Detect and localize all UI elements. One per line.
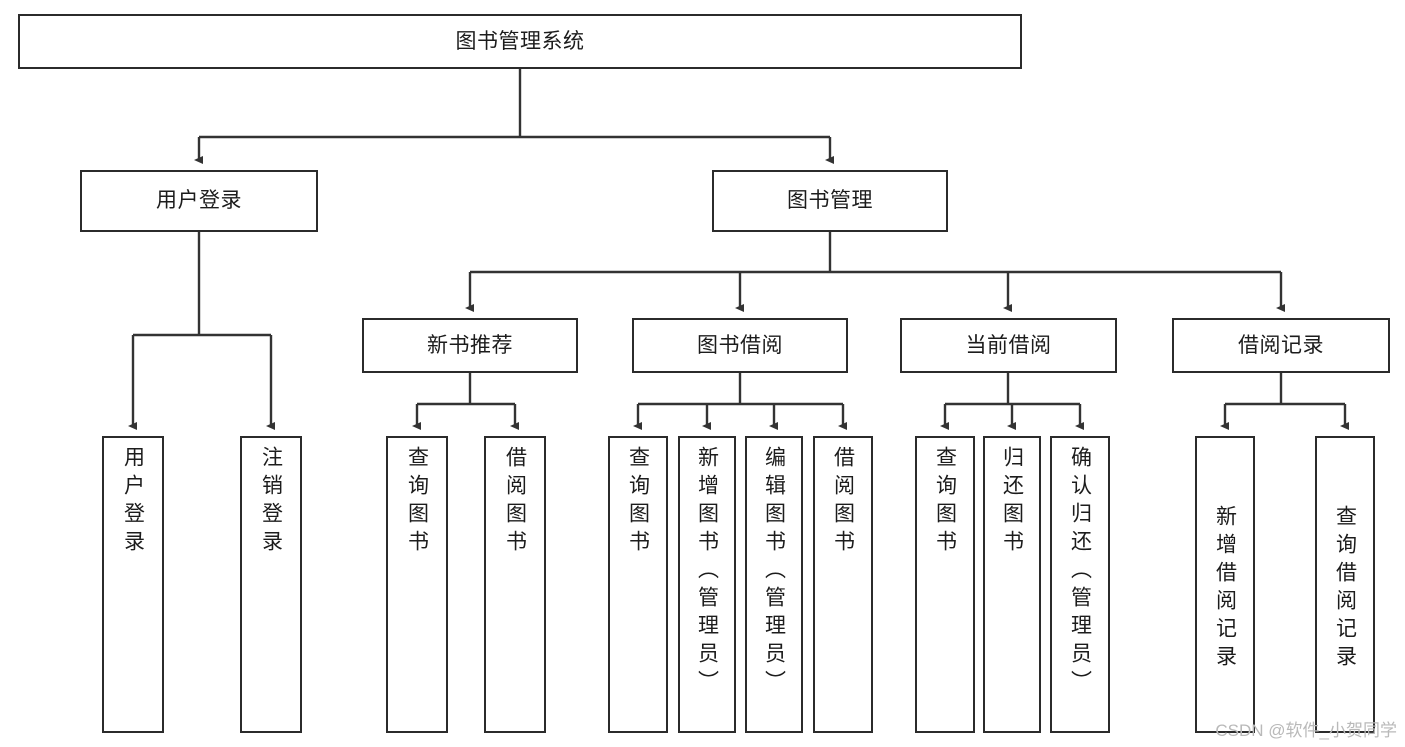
node-book-manage[interactable]: 图书管理 bbox=[712, 170, 948, 232]
node-label: 查询借阅记录 bbox=[1333, 504, 1357, 673]
node-label: 图书管理系统 bbox=[455, 29, 585, 53]
node-label: 归还图书 bbox=[1000, 446, 1024, 558]
node-leaf-query-book-borrow[interactable]: 查询图书 bbox=[608, 436, 668, 733]
node-label: 图书借阅 bbox=[697, 333, 783, 357]
node-label: 新增图书（管理员） bbox=[695, 446, 719, 698]
node-label: 新书推荐 bbox=[427, 333, 513, 357]
node-book-borrow[interactable]: 图书借阅 bbox=[632, 318, 848, 373]
node-user-login[interactable]: 用户登录 bbox=[80, 170, 318, 232]
node-label: 当前借阅 bbox=[965, 333, 1052, 357]
node-leaf-query-book-recommend[interactable]: 查询图书 bbox=[386, 436, 448, 733]
node-label: 查询图书 bbox=[405, 446, 429, 558]
node-label: 借阅图书 bbox=[503, 446, 527, 558]
node-leaf-borrow-book-recommend[interactable]: 借阅图书 bbox=[484, 436, 546, 733]
node-label: 注销登录 bbox=[259, 446, 283, 558]
node-label: 借阅图书 bbox=[831, 446, 855, 558]
node-leaf-confirm-return-admin[interactable]: 确认归还（管理员） bbox=[1050, 436, 1110, 733]
node-label: 用户登录 bbox=[156, 189, 242, 213]
node-new-book-recommend[interactable]: 新书推荐 bbox=[362, 318, 578, 373]
node-leaf-user-login[interactable]: 用户登录 bbox=[102, 436, 164, 733]
node-label: 查询图书 bbox=[626, 446, 650, 558]
node-leaf-query-borrow-record[interactable]: 查询借阅记录 bbox=[1315, 436, 1375, 733]
node-leaf-logout[interactable]: 注销登录 bbox=[240, 436, 302, 733]
node-leaf-add-book-admin[interactable]: 新增图书（管理员） bbox=[678, 436, 736, 733]
node-label: 查询图书 bbox=[933, 446, 957, 558]
node-leaf-borrow-book[interactable]: 借阅图书 bbox=[813, 436, 873, 733]
node-root-system[interactable]: 图书管理系统 bbox=[18, 14, 1022, 69]
node-leaf-add-borrow-record[interactable]: 新增借阅记录 bbox=[1195, 436, 1255, 733]
node-label: 借阅记录 bbox=[1238, 333, 1324, 357]
node-current-borrow[interactable]: 当前借阅 bbox=[900, 318, 1117, 373]
node-label: 用户登录 bbox=[121, 446, 145, 558]
node-label: 新增借阅记录 bbox=[1213, 504, 1237, 673]
node-leaf-query-book-current[interactable]: 查询图书 bbox=[915, 436, 975, 733]
node-leaf-return-book[interactable]: 归还图书 bbox=[983, 436, 1041, 733]
node-leaf-edit-book-admin[interactable]: 编辑图书（管理员） bbox=[745, 436, 803, 733]
node-label: 编辑图书（管理员） bbox=[762, 446, 786, 698]
node-borrow-record[interactable]: 借阅记录 bbox=[1172, 318, 1390, 373]
node-label: 确认归还（管理员） bbox=[1068, 446, 1092, 698]
csdn-watermark: CSDN @软件_小贺同学 bbox=[1215, 721, 1397, 740]
node-label: 图书管理 bbox=[787, 189, 873, 213]
